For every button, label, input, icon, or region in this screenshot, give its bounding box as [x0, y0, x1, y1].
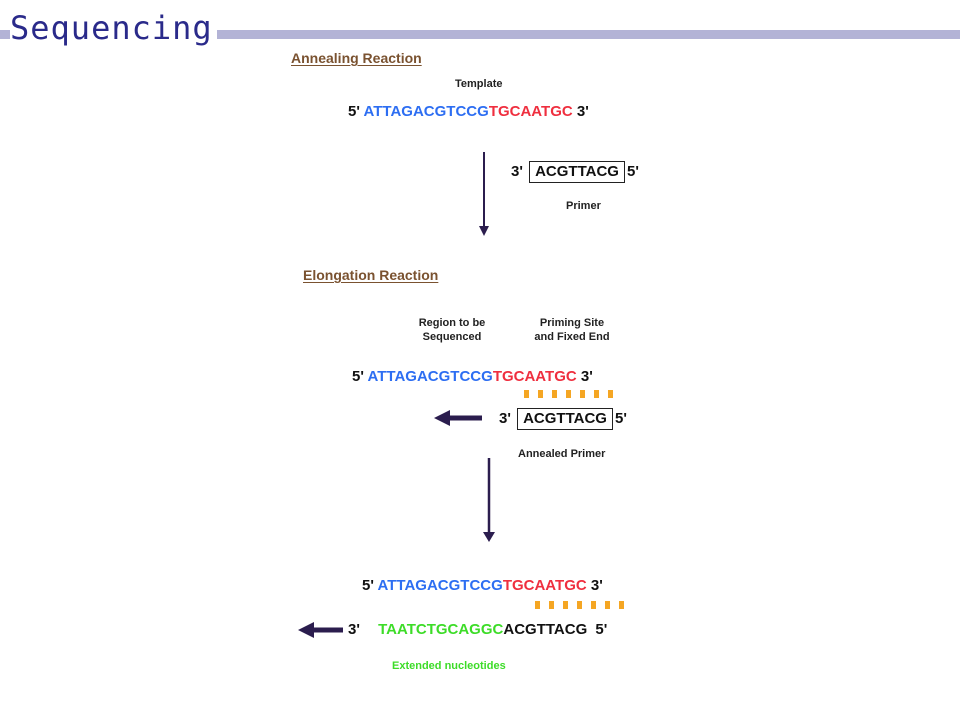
primer-box: ACGTTACG [517, 408, 613, 430]
annealing-template-strand: 5' ATTAGACGTCCGTGCAATGC 3' [348, 103, 589, 121]
base-pair-tick [591, 601, 596, 609]
result-template-strand: 5' ATTAGACGTCCGTGCAATGC 3' [362, 577, 603, 595]
three-prime-end: 3' [580, 368, 593, 385]
primer-five-prime: 5' [614, 410, 627, 427]
base-pair-tick [566, 390, 571, 398]
template-label: Template [455, 78, 503, 90]
primer-box: ACGTTACG [529, 161, 625, 183]
annealed-primer-label: Annealed Primer [518, 448, 606, 460]
priming-site-seq: TGCAATGC [488, 103, 573, 120]
base-pair-tick [580, 390, 585, 398]
base-pair-tick [549, 601, 554, 609]
primer-three-prime: 3' [499, 410, 511, 427]
extended-nucleotides-seq: TAATCTGCAGGC [378, 621, 504, 638]
base-pair-ticks-1 [524, 390, 613, 398]
elongation-template-strand: 5' ATTAGACGTCCGTGCAATGC 3' [352, 368, 593, 386]
base-pair-ticks-2 [535, 601, 624, 609]
slide-title: Sequencing [10, 8, 217, 48]
template-region-seq: ATTAGACGTCCG [363, 103, 489, 120]
base-pair-tick [552, 390, 557, 398]
base-pair-tick [605, 601, 610, 609]
strand-three-prime: 3' [348, 621, 360, 638]
annealing-heading: Annealing Reaction [291, 50, 422, 66]
primer-three-prime: 3' [511, 163, 523, 180]
priming-label-line2: and Fixed End [534, 331, 610, 343]
three-prime-end: 3' [590, 577, 603, 594]
priming-site-label: Priming Site and Fixed End [520, 316, 624, 344]
priming-label-line1: Priming Site [539, 317, 605, 329]
elongation-heading: Elongation Reaction [303, 267, 439, 283]
base-pair-tick [619, 601, 624, 609]
title-bar [0, 30, 960, 39]
five-prime-end: 5' [348, 103, 360, 120]
region-label-line2: Sequenced [422, 331, 482, 343]
primer-five-prime: 5' [626, 163, 639, 180]
priming-site-seq: TGCAATGC [502, 577, 587, 594]
left-arrow-2 [298, 622, 343, 638]
down-arrow-2 [483, 458, 495, 542]
down-arrow-1 [479, 152, 489, 236]
template-region-seq: ATTAGACGTCCG [367, 368, 493, 385]
five-prime-end: 5' [362, 577, 374, 594]
primer-label: Primer [566, 200, 601, 212]
extended-label: Extended nucleotides [392, 660, 506, 672]
base-pair-tick [608, 390, 613, 398]
three-prime-end: 3' [576, 103, 589, 120]
base-pair-tick [538, 390, 543, 398]
five-prime-end: 5' [352, 368, 364, 385]
region-label-line1: Region to be [418, 317, 486, 329]
base-pair-tick [524, 390, 529, 398]
template-region-seq: ATTAGACGTCCG [377, 577, 503, 594]
priming-site-seq: TGCAATGC [492, 368, 577, 385]
base-pair-tick [594, 390, 599, 398]
base-pair-tick [563, 601, 568, 609]
base-pair-tick [577, 601, 582, 609]
primer-seq: ACGTTACG [503, 621, 588, 638]
base-pair-tick [535, 601, 540, 609]
extended-strand: 3' TAATCTGCAGGCACGTTACG 5' [348, 621, 607, 639]
region-label: Region to be Sequenced [404, 316, 500, 344]
left-arrow-1 [434, 410, 482, 426]
strand-five-prime: 5' [595, 621, 608, 638]
